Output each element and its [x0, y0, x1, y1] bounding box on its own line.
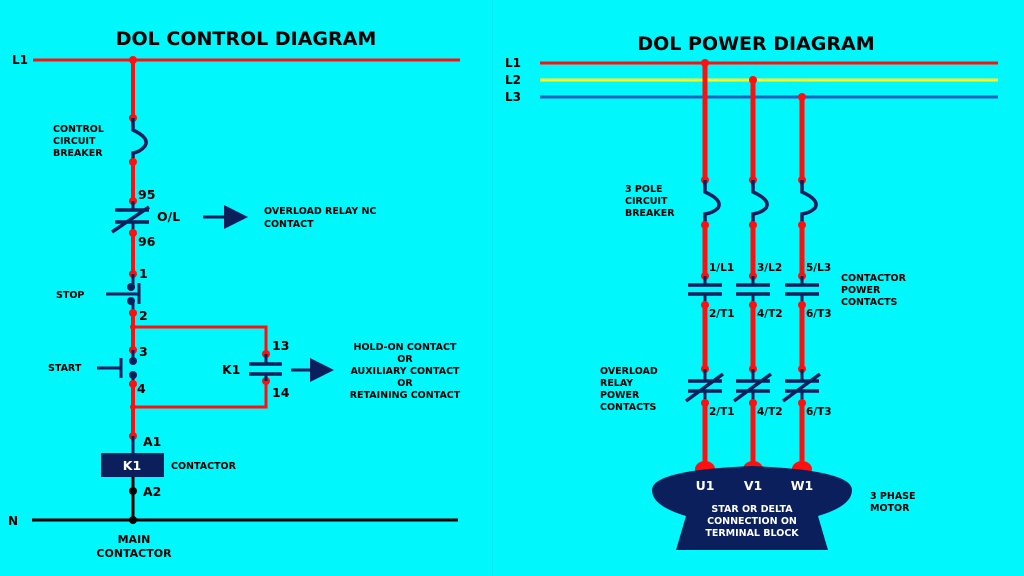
overload-label-1: OVERLOAD — [600, 366, 658, 377]
motor-desc-2: CONNECTION ON — [707, 516, 797, 527]
overload-name: O/L — [157, 209, 180, 224]
coil-name: K1 — [123, 458, 141, 473]
hold-desc-5: RETAINING CONTACT — [350, 390, 461, 401]
breaker-symbol-icon — [800, 180, 818, 225]
contactor-label-3: CONTACTS — [841, 297, 898, 308]
control-diagram: DOL CONTROL DIAGRAM L1 CONTROL CIRCUIT B… — [8, 28, 461, 560]
hold-branch-bottom-wire — [133, 381, 268, 409]
hold-desc-4: OR — [397, 378, 413, 389]
overload-label-4: CONTACTS — [600, 402, 657, 413]
contactor-in-label: 1/L1 — [709, 262, 734, 274]
motor-desc-1: STAR OR DELTA — [711, 504, 793, 515]
overload-out-label: 2/T1 — [709, 406, 735, 418]
terminal-2: 2 — [139, 308, 148, 323]
overload-out-label: 4/T2 — [757, 406, 783, 418]
pole-1: 1/L1 2/T1 2/T1 — [684, 59, 735, 477]
phase-label-l1: L1 — [505, 56, 521, 70]
breaker-symbol-icon — [751, 180, 769, 225]
phase-label-l2: L2 — [505, 73, 521, 87]
junction-dot — [129, 516, 137, 524]
breaker-label-2: CIRCUIT — [53, 136, 96, 147]
start-button-symbol: START 3 4 — [48, 344, 148, 396]
terminal-95: 95 — [138, 187, 155, 202]
contactor-label-1: CONTACTOR — [841, 273, 907, 284]
pole-3: 5/L3 6/T3 6/T3 — [781, 93, 832, 477]
overload-out-label: 6/T3 — [806, 406, 832, 418]
hold-branch-top-wire — [133, 325, 268, 354]
overload-slash — [684, 372, 725, 403]
contactor-out-label: 4/T2 — [757, 308, 783, 320]
footer-label-2: CONTACTOR — [96, 547, 172, 560]
contactor-label-2: POWER — [841, 285, 881, 296]
coil-box — [101, 453, 164, 477]
motor-label-2: MOTOR — [870, 503, 910, 514]
terminal-4: 4 — [137, 381, 146, 396]
overload-slash — [732, 372, 773, 403]
terminal-96: 96 — [138, 234, 156, 249]
power-breaker-label-2: CIRCUIT — [625, 196, 668, 207]
stop-button-symbol: STOP 1 2 — [56, 266, 148, 323]
motor-body — [652, 466, 852, 550]
contactor-in-label: 3/L2 — [757, 262, 782, 274]
breaker-symbol-icon — [703, 180, 721, 225]
breaker-symbol-icon — [131, 118, 148, 162]
neutral-label: N — [8, 514, 18, 528]
motor-terminal-u1: U1 — [696, 478, 715, 493]
control-l1-label: L1 — [12, 53, 28, 67]
stop-label: STOP — [56, 290, 84, 301]
terminal-dot — [129, 487, 137, 495]
control-circuit-breaker: CONTROL CIRCUIT BREAKER — [53, 118, 148, 162]
motor-terminal-w1: W1 — [791, 478, 814, 493]
power-breaker-label-1: 3 POLE — [625, 184, 663, 195]
overload-desc-2: CONTACT — [264, 219, 314, 230]
coil-desc: CONTACTOR — [171, 461, 237, 472]
terminal-3: 3 — [139, 344, 148, 359]
overload-label-2: RELAY — [600, 378, 633, 389]
terminal-13: 13 — [272, 338, 289, 353]
phase-label-l3: L3 — [505, 90, 521, 104]
overload-slash — [781, 372, 822, 403]
contactor-out-label: 2/T1 — [709, 308, 735, 320]
breaker-label-3: BREAKER — [53, 148, 103, 159]
hold-desc-2: OR — [397, 354, 413, 365]
panel-divider — [492, 0, 493, 576]
motor-terminal-v1: V1 — [744, 478, 762, 493]
hold-on-contact: K1 13 14 HOLD-ON CONTACT OR AUXILIARY CO… — [222, 338, 461, 401]
overload-nc-contact: 95 96 O/L OVERLOAD RELAY NC CONTACT — [111, 187, 376, 249]
terminal-a2: A2 — [143, 484, 161, 499]
pole-2: 3/L2 4/T2 4/T2 — [732, 76, 783, 477]
contactor-out-label: 6/T3 — [806, 308, 832, 320]
overload-desc-1: OVERLOAD RELAY NC — [264, 206, 376, 217]
terminal-14: 14 — [272, 385, 290, 400]
start-label: START — [48, 363, 82, 374]
hold-desc-3: AUXILIARY CONTACT — [350, 366, 460, 377]
power-breaker-label-3: BREAKER — [625, 208, 675, 219]
power-poles: 1/L1 2/T1 2/T1 3/L2 4/T2 4/T2 5/L3 6/T3 6/T3 — [684, 59, 832, 477]
motor-label-1: 3 PHASE — [870, 491, 916, 502]
three-phase-motor: U1 V1 W1 STAR OR DELTA CONNECTION ON TER… — [652, 466, 916, 550]
junction-dot — [130, 404, 136, 410]
overload-label-3: POWER — [600, 390, 640, 401]
control-title: DOL CONTROL DIAGRAM — [116, 28, 377, 50]
breaker-label-1: CONTROL — [53, 124, 104, 135]
power-title: DOL POWER DIAGRAM — [637, 33, 874, 55]
contactor-coil: K1 A1 CONTACTOR A2 — [101, 434, 237, 520]
footer-label-1: MAIN — [118, 533, 151, 546]
contactor-in-label: 5/L3 — [806, 262, 831, 274]
hold-desc-1: HOLD-ON CONTACT — [354, 342, 457, 353]
motor-desc-3: TERMINAL BLOCK — [705, 528, 799, 539]
terminal-a1: A1 — [143, 434, 161, 449]
hold-contact-name: K1 — [222, 362, 240, 377]
terminal-1: 1 — [139, 266, 148, 281]
